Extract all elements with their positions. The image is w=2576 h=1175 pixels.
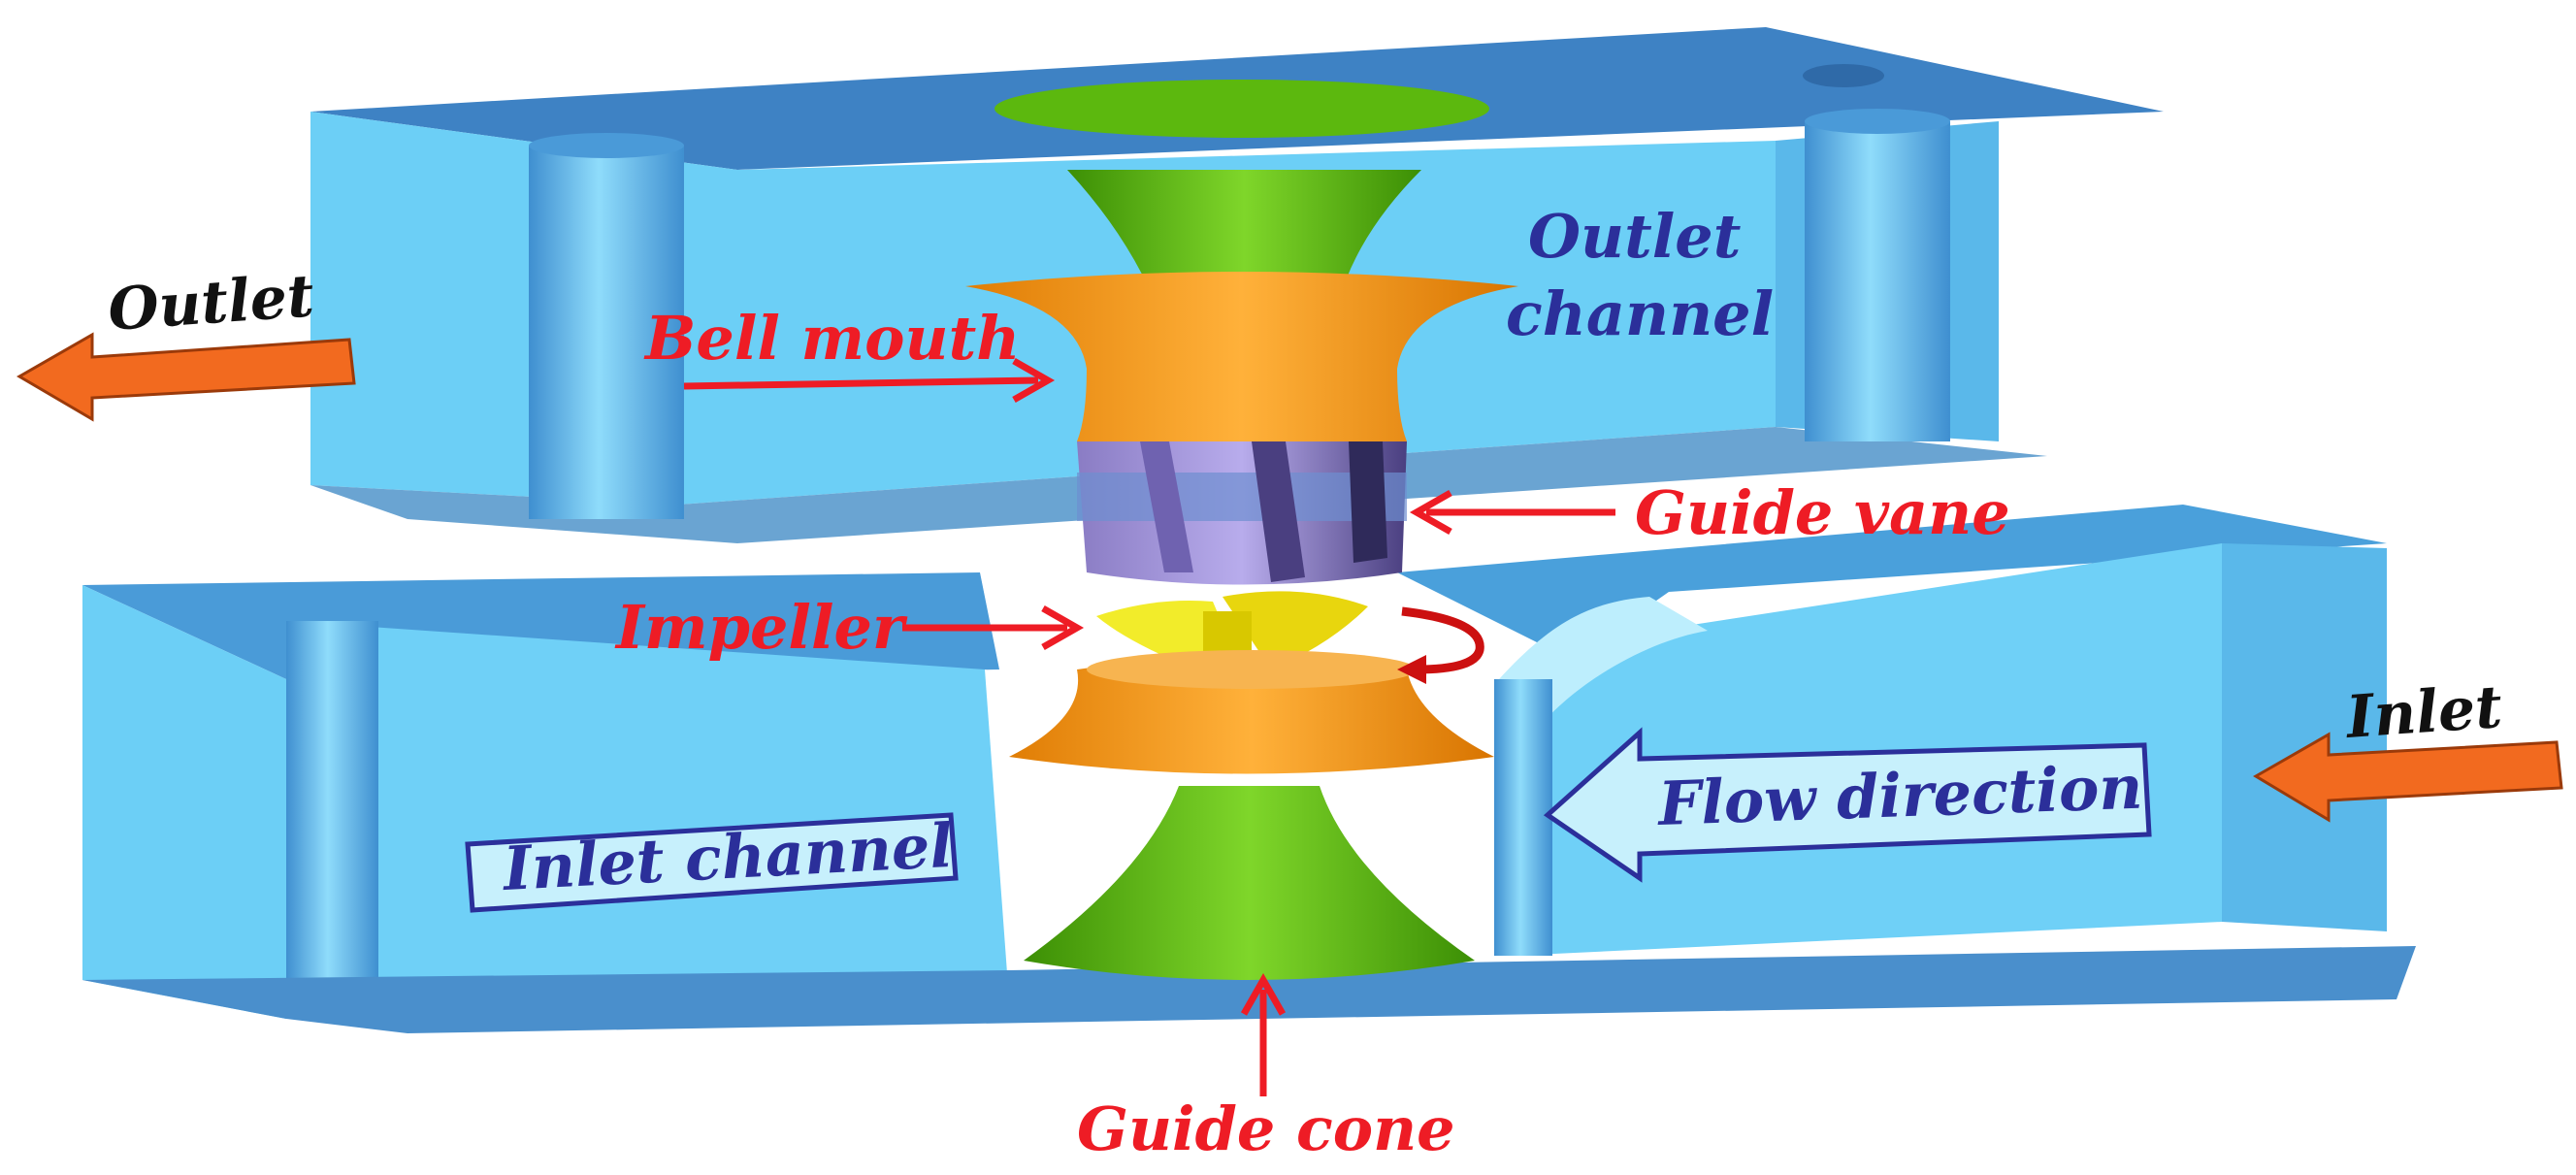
inlet-channel-label-box: [465, 812, 959, 913]
outlet-column-left-top: [529, 133, 684, 158]
outlet-column-right-top: [1805, 109, 1950, 134]
bell-mouth: [965, 272, 1518, 441]
outlet-arrow: [16, 332, 356, 422]
lower-bell-mouth: [1009, 657, 1494, 774]
outlet-column-right: [1805, 121, 1950, 441]
inlet-label: Inlet: [2342, 673, 2504, 752]
upper-cone-rim: [995, 80, 1489, 138]
inlet-channel-left-wall: [286, 621, 1009, 1019]
pump-assembly: [965, 80, 1518, 980]
inlet-channel-right-pillar: [1494, 679, 1552, 956]
outlet-label: Outlet: [106, 262, 316, 344]
upper-guide-cone: [1067, 170, 1421, 301]
inlet-channel: [82, 505, 2416, 1033]
outlet-channel-label-line1: Outlet: [1528, 201, 1742, 272]
impeller: [1223, 591, 1368, 669]
rotation-arrow-icon: [1397, 606, 1484, 684]
inlet-channel-left-pillar: [286, 621, 378, 1019]
arrowhead-icon: [1409, 489, 1452, 536]
arrowhead-icon: [1012, 357, 1056, 404]
left-arrow-outline-icon: [1543, 727, 2152, 883]
flow-direction-arrow: [1543, 727, 2152, 883]
arrowhead-icon: [1240, 972, 1287, 1016]
guide-cone-label: Guide cone: [1077, 1093, 1455, 1164]
annotation-arrows: [683, 376, 1615, 1096]
arrowhead-icon: [1041, 604, 1085, 651]
inlet-channel-right-top: [1397, 505, 2387, 660]
impeller-label: Impeller: [614, 592, 908, 663]
lower-guide-cone: [1024, 786, 1475, 980]
left-arrow-icon: [2253, 732, 2563, 823]
outlet-column-left: [529, 146, 684, 519]
left-arrow-icon: [16, 332, 356, 422]
guide-vane-blade: [1349, 441, 1387, 563]
outlet-top-hole: [1803, 64, 1884, 87]
lower-bell-rim: [1087, 650, 1417, 689]
inlet-channel-left-front: [82, 585, 286, 1019]
guide-vane-blade: [1140, 441, 1193, 572]
guide-vane-blade: [1252, 441, 1305, 582]
flow-direction-label: Flow direction: [1655, 752, 2144, 839]
inlet-channel-floor: [82, 946, 2416, 1033]
bell-mouth-leader: [683, 376, 1039, 390]
annotation-arrowheads: [1012, 357, 1452, 1016]
inlet-channel-right-face: [2222, 543, 2387, 931]
guide-vane-label: Guide vane: [1635, 477, 2010, 548]
inlet-arrow: [2253, 732, 2563, 823]
outlet-channel-label-line2: channel: [1506, 278, 1774, 349]
bell-mouth-label: Bell mouth: [643, 303, 1020, 374]
